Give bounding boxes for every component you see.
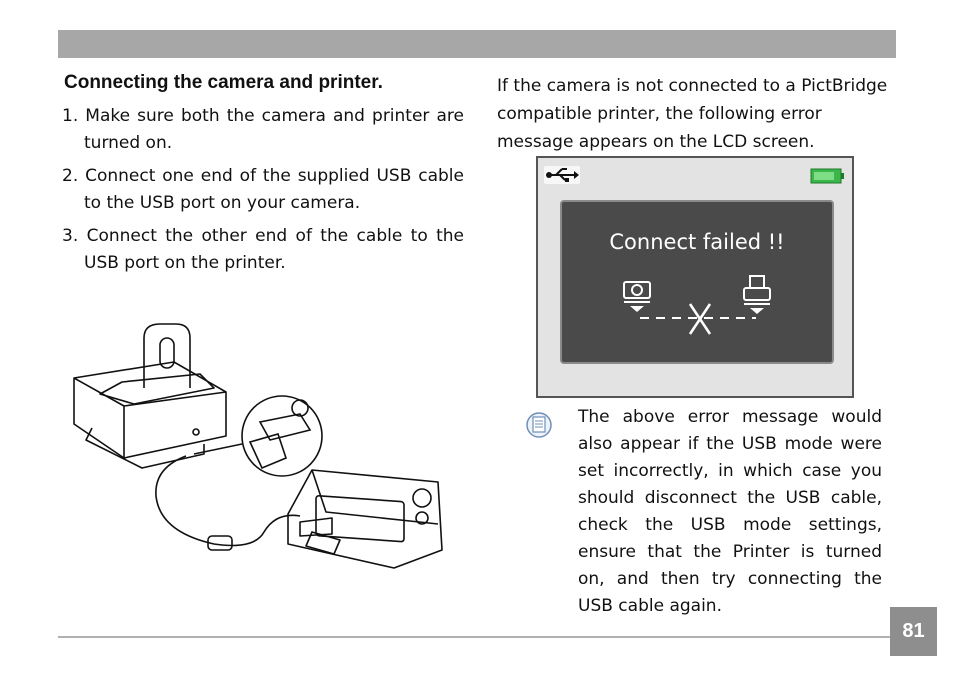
section-heading: Connecting the camera and printer. bbox=[64, 72, 383, 93]
connection-diagram bbox=[623, 275, 771, 335]
usb-icon bbox=[544, 166, 580, 184]
lcd-screen-illustration: Connect failed !! bbox=[536, 156, 854, 398]
intro-text: If the camera is not connected to a Pict… bbox=[497, 76, 888, 152]
camera-icon bbox=[623, 281, 651, 312]
lcd-message: Connect failed !! bbox=[609, 230, 785, 254]
printer-camera-illustration bbox=[73, 323, 443, 569]
header-bar bbox=[58, 30, 896, 58]
note-text: The above error message would also appea… bbox=[578, 407, 882, 616]
page-number: 81 bbox=[890, 607, 937, 656]
lcd-display: Connect failed !! bbox=[560, 200, 834, 364]
step-item: 3. Connect the other end of the cable to… bbox=[62, 226, 464, 273]
footer-rule bbox=[58, 636, 890, 638]
step-list: 1. Make sure both the camera and printer… bbox=[62, 103, 464, 283]
printer-icon bbox=[743, 275, 771, 314]
note-icon bbox=[526, 412, 552, 438]
step-item: 2. Connect one end of the supplied USB c… bbox=[62, 166, 464, 213]
step-item: 1. Make sure both the camera and printer… bbox=[62, 106, 464, 153]
battery-icon bbox=[810, 168, 844, 184]
